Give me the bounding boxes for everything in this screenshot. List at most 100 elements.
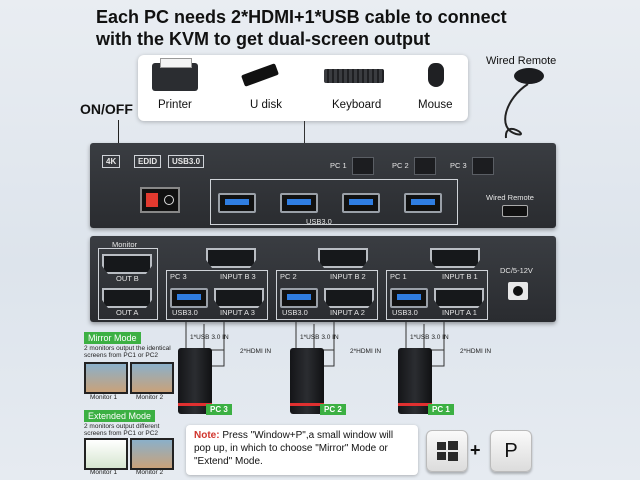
hdmi-cable-label-pc3: 2*HDMI IN	[240, 348, 272, 355]
pc2-tag: PC 2	[320, 404, 346, 415]
pc2-label: PC 2	[280, 272, 297, 281]
pc2-button-label: PC 2	[392, 161, 409, 170]
input-a2-label: INPUT A 2	[330, 308, 365, 317]
extended-monitor-1-label: Monitor 1	[90, 469, 118, 476]
mirror-monitor-2-icon	[130, 362, 174, 394]
pc1-button[interactable]	[352, 157, 374, 175]
pc1-label: PC 1	[390, 272, 407, 281]
usb-port	[280, 193, 318, 213]
wired-remote-puck-icon	[514, 68, 544, 84]
pc1-button-label: PC 1	[330, 161, 347, 170]
input-a1-label: INPUT A 1	[442, 308, 477, 317]
peripheral-cable	[304, 121, 305, 145]
headline: Each PC needs 2*HDMI+1*USB cable to conn…	[96, 6, 566, 50]
hdmi-port-input-b2	[318, 248, 368, 268]
note-prefix: Note:	[194, 430, 220, 441]
note-text: Press "Window+P",a small window will pop…	[194, 430, 394, 467]
mirror-monitor-1-label: Monitor 1	[90, 394, 118, 401]
input-b2-label: INPUT B 2	[330, 272, 366, 281]
usb-pc1-label: USB3.0	[392, 308, 418, 317]
usb-port-pc1	[390, 288, 428, 308]
mirror-monitor-1-icon	[84, 362, 128, 394]
hdmi-port-input-b1	[430, 248, 480, 268]
headline-line-1: Each PC needs 2*HDMI+1*USB cable to conn…	[96, 7, 507, 27]
kvm-back-panel: Monitor OUT B OUT A PC 3 INPUT B 3 USB3.…	[90, 236, 556, 322]
pc3-button-label: PC 3	[450, 161, 467, 170]
mirror-mode-tag: Mirror Mode	[84, 332, 141, 344]
peripheral-label: Keyboard	[332, 99, 382, 111]
hdmi-cable-label-pc2: 2*HDMI IN	[350, 348, 382, 355]
keyboard-icon	[324, 69, 384, 83]
usb-port	[342, 193, 380, 213]
remote-cable-icon	[504, 83, 529, 139]
mirror-monitor-2-label: Monitor 2	[136, 394, 164, 401]
hdmi-port-input-a2	[324, 288, 374, 308]
usb-pc3-label: USB3.0	[172, 308, 198, 317]
hdmi-port-out-b	[102, 254, 152, 274]
pc-tower-icon	[178, 348, 212, 414]
usb-bracket	[210, 179, 458, 225]
pc-tower-icon	[398, 348, 432, 414]
onoff-label: ON/OFF	[80, 101, 133, 117]
hdmi-port-out-a	[102, 288, 152, 308]
note-card: Note: Press "Window+P",a small window wi…	[186, 425, 418, 475]
pc-tower-icon	[290, 348, 324, 414]
badge-4k: 4K	[102, 155, 121, 168]
input-a3-label: INPUT A 3	[220, 308, 255, 317]
extended-mode-tag: Extended Mode	[84, 410, 156, 422]
headline-line-2: with the KVM to get dual-screen output	[96, 29, 430, 49]
hdmi-port-input-a3	[214, 288, 264, 308]
mouse-icon	[428, 63, 444, 87]
plus-sign: +	[470, 440, 481, 460]
usb-cable-label-pc3: 1*USB 3.0 IN	[190, 334, 229, 341]
usb-drive-icon	[241, 63, 279, 87]
front-usb-label: USB3.0	[306, 217, 332, 226]
pc2-button[interactable]	[414, 157, 436, 175]
badge-edid: EDID	[134, 155, 162, 168]
peripheral-label: U disk	[250, 99, 282, 111]
p-key: P	[490, 430, 532, 472]
usb-port	[404, 193, 442, 213]
extended-monitor-2-icon	[130, 438, 174, 470]
remote-port	[502, 205, 528, 217]
front-wired-remote-label: Wired Remote	[486, 193, 534, 202]
windows-logo-icon	[437, 441, 458, 461]
out-b-label: OUT B	[116, 274, 139, 283]
peripherals-card: Printer U disk Keyboard Mouse	[138, 55, 468, 121]
usb-port-pc3	[170, 288, 208, 308]
pc3-tag: PC 3	[206, 404, 232, 415]
hdmi-port-input-b3	[206, 248, 256, 268]
pc3-button[interactable]	[472, 157, 494, 175]
extended-mode-desc: 2 monitors output different screens from…	[84, 423, 160, 437]
peripheral-label: Mouse	[418, 99, 453, 111]
peripheral-label: Printer	[158, 99, 192, 111]
kvm-front-panel: 4K EDID USB3.0 USB3.0 PC 1 PC 2 PC 3 Wir…	[90, 143, 556, 228]
usb-port	[218, 193, 256, 213]
out-a-label: OUT A	[116, 308, 139, 317]
badge-usb30: USB3.0	[168, 155, 205, 168]
input-b3-label: INPUT B 3	[220, 272, 256, 281]
dc-jack-icon	[508, 282, 528, 300]
hdmi-cable-label-pc1: 2*HDMI IN	[460, 348, 492, 355]
power-switch[interactable]	[140, 187, 180, 213]
pc1-bracket	[386, 270, 488, 320]
usb-port-pc2	[280, 288, 318, 308]
usb-cable-label-pc1: 1*USB 3.0 IN	[410, 334, 449, 341]
pc1-tag: PC 1	[428, 404, 454, 415]
monitor-bracket	[98, 248, 158, 320]
usb-cable-label-pc2: 1*USB 3.0 IN	[300, 334, 339, 341]
pc3-label: PC 3	[170, 272, 187, 281]
pc2-bracket	[276, 270, 378, 320]
extended-monitor-2-label: Monitor 2	[136, 469, 164, 476]
windows-key	[426, 430, 468, 472]
input-b1-label: INPUT B 1	[442, 272, 478, 281]
wired-remote-label: Wired Remote	[486, 55, 557, 67]
extended-monitor-1-icon	[84, 438, 128, 470]
power-switch-o-icon	[164, 195, 174, 205]
usb-pc2-label: USB3.0	[282, 308, 308, 317]
printer-paper-icon	[160, 58, 192, 68]
mirror-mode-desc: 2 monitors output the identical screens …	[84, 345, 171, 359]
monitor-label: Monitor	[112, 240, 138, 249]
pc3-bracket	[166, 270, 268, 320]
dc-label: DC/5-12V	[500, 266, 533, 275]
